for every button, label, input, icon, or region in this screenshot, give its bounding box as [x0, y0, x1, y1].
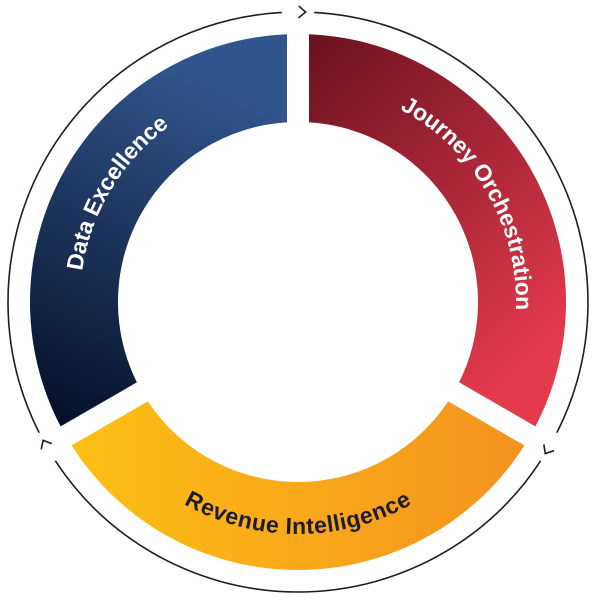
outer-ring-arc [314, 11, 589, 434]
chevron-right-icon [40, 439, 53, 450]
outer-cycle-ring [7, 5, 589, 593]
outer-ring-arc [7, 11, 282, 434]
outer-ring-arc [54, 460, 542, 593]
segment-journey-orchestration [308, 34, 566, 427]
chevron-right-icon [297, 5, 307, 19]
segment-revenue-intelligence [71, 401, 525, 570]
chevron-right-icon [543, 444, 555, 455]
segment-data-excellence [30, 34, 288, 427]
